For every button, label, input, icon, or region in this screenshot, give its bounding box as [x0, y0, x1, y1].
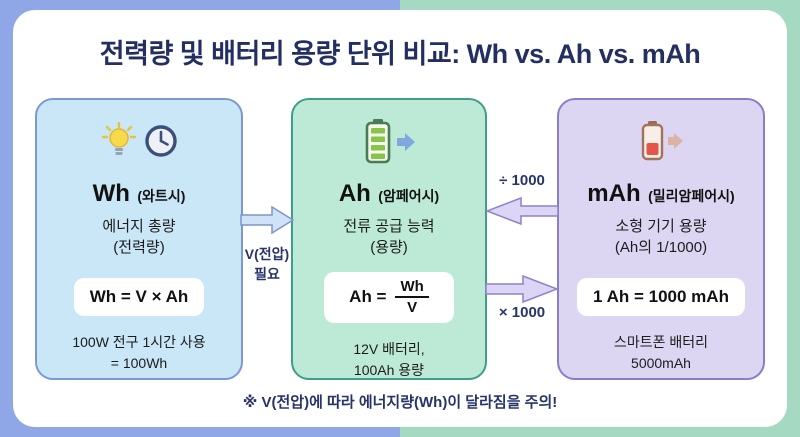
wh-unit-korean: (와트시): [137, 188, 186, 204]
wh-formula: Wh = V × Ah: [73, 278, 205, 316]
wh-icon-row: [37, 112, 241, 170]
voltage-required-label: V(전압) 필요: [244, 246, 290, 283]
battery-full-icon: [365, 119, 391, 164]
divide-by-1000-label: ÷ 1000: [499, 172, 545, 189]
mah-example: 스마트폰 배터리 5000mAh: [613, 334, 709, 371]
right-arrow-icon: [240, 205, 294, 235]
wh-unit-heading: Wh (와트시): [37, 180, 241, 208]
clock-icon: [144, 125, 177, 157]
wh-example: 100W 전구 1시간 사용 = 100Wh: [72, 334, 206, 371]
wh-description: 에너지 총량 (전력량): [102, 218, 176, 256]
ah-unit-heading: Ah (암페어시): [293, 180, 485, 208]
battery-low-arrow-icon: [641, 121, 683, 161]
mah-unit-label: mAh: [587, 180, 641, 207]
arrow-right-icon: [668, 133, 683, 149]
ah-formula-lhs: Ah =: [349, 287, 387, 307]
ah-description: 전류 공급 능력 (용량): [343, 218, 435, 256]
ah-example: 12V 배터리, 100Ah 용량: [353, 340, 425, 378]
wh-to-ah-arrow-column: V(전압) 필요: [240, 98, 294, 380]
ah-unit-korean: (암페어시): [378, 188, 440, 204]
infographic-card: 전력량 및 배터리 용량 단위 비교: Wh vs. Ah vs. mAh: [13, 10, 787, 427]
mah-formula: 1 Ah = 1000 mAh: [577, 278, 745, 316]
multiply-by-1000-label: × 1000: [498, 304, 546, 321]
ah-formula-fraction: Wh V: [395, 278, 429, 317]
footnote: ※ V(전압)에 따라 에너지량(Wh)이 달라짐을 주의!: [242, 394, 558, 411]
arrow-right-icon: [397, 133, 415, 151]
battery-full-arrow-icon: [365, 119, 415, 164]
ah-mah-arrows-column: ÷ 1000 × 1000: [485, 98, 559, 380]
mah-unit-heading: mAh (밀리암페어시): [559, 180, 763, 208]
ah-box: Ah (암페어시) 전류 공급 능력 (용량) Ah = Wh V 12V 배터…: [291, 98, 487, 380]
mah-unit-korean: (밀리암페어시): [648, 188, 735, 204]
mah-box: mAh (밀리암페어시) 소형 기기 용량 (Ah의 1/1000) 1 Ah …: [557, 98, 765, 380]
comparison-row: Wh (와트시) 에너지 총량 (전력량) Wh = V × Ah 100W 전…: [13, 98, 787, 380]
ah-unit-label: Ah: [338, 180, 371, 207]
battery-low-icon: [641, 121, 664, 161]
mah-icon-row: [559, 112, 763, 170]
page-title: 전력량 및 배터리 용량 단위 비교: Wh vs. Ah vs. mAh: [99, 39, 701, 69]
wh-unit-label: Wh: [92, 180, 130, 207]
wh-box: Wh (와트시) 에너지 총량 (전력량) Wh = V × Ah 100W 전…: [35, 98, 243, 380]
mah-description: 소형 기기 용량 (Ah의 1/1000): [614, 218, 708, 256]
ah-icon-row: [293, 112, 485, 170]
ah-formula: Ah = Wh V: [324, 272, 454, 323]
left-arrow-icon: [485, 196, 559, 226]
right-arrow-icon: [485, 274, 559, 304]
lightbulb-icon: [101, 122, 136, 155]
